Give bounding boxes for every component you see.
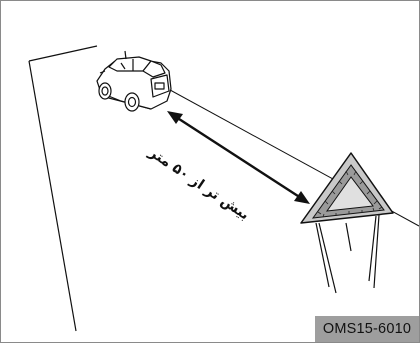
car-icon [97, 51, 171, 111]
warning-triangle-icon [301, 153, 393, 293]
double-arrow-icon [167, 111, 310, 204]
figure-code-badge: OMS15-6010 [315, 316, 419, 342]
road-left-edge [29, 46, 97, 331]
